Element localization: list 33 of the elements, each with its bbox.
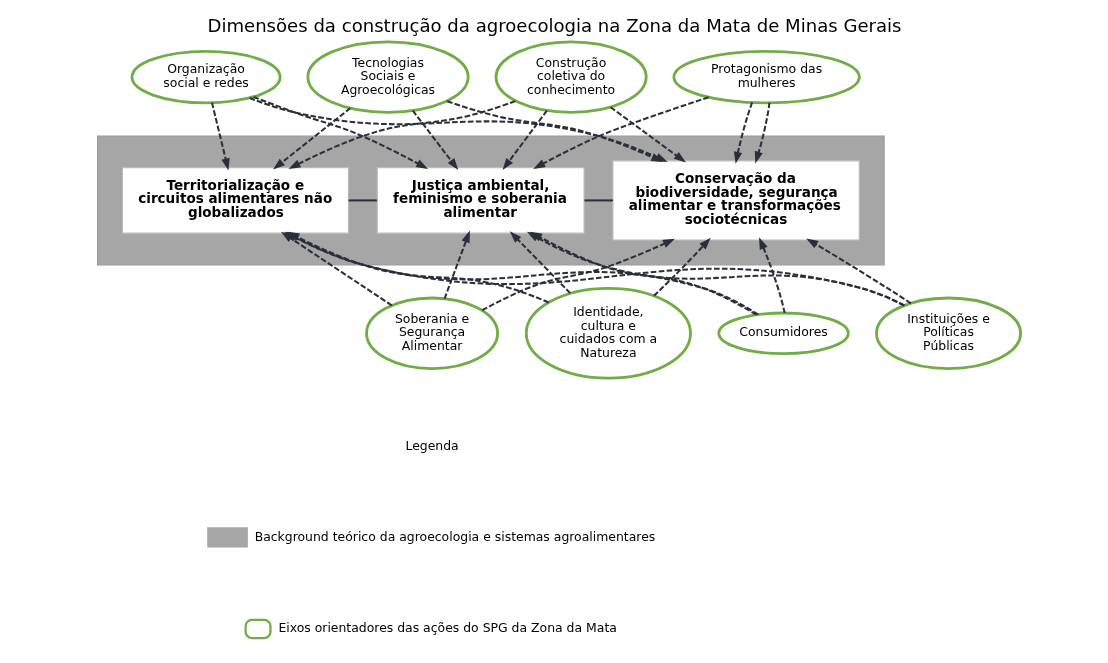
arrow [805, 238, 911, 305]
arrow [481, 238, 675, 312]
node-ellipse: Construção coletiva do conhecimento [494, 40, 648, 114]
node-ellipse: Consumidores [716, 311, 850, 356]
arrow [252, 95, 428, 169]
node-ellipse: Organização social e redes [130, 49, 281, 105]
node-ellipse: Tecnologias Sociais e Agroecológicas [305, 40, 470, 114]
arrow [754, 102, 770, 164]
arrow [502, 110, 548, 171]
connector [348, 199, 377, 202]
arrow [210, 102, 230, 171]
diagram-title: Dimensões da construção da agroecologia na Zona da Mata de Minas Gerais [206, 14, 902, 36]
arrow [733, 102, 753, 164]
arrow [288, 100, 516, 170]
connector [583, 199, 613, 202]
node-ellipse: Protagonismo das mulheres [671, 49, 861, 105]
node-ellipse: Instituições e Políticas Públicas [874, 296, 1022, 371]
cluster [96, 135, 885, 266]
arrow [652, 237, 711, 297]
arrow [532, 96, 709, 169]
arrow [272, 107, 351, 170]
legend-label: Background teórico da agroecologia e sistemas agroalimentares [254, 528, 655, 544]
node-box: Conservação da biodiversidade, segurança alimentar e transformações sociotécnicas [611, 160, 860, 241]
node-ellipse: Soberania e Segurança Alimentar [364, 296, 499, 371]
arrow [443, 230, 470, 300]
legend-label: Eixos orientadores das ações do SPG da Zona da Mata [277, 620, 617, 636]
node-box: Justiça ambiental, feminismo e soberania alimentar [376, 167, 585, 234]
arrow [411, 110, 458, 171]
node-box: Territorialização e circuitos alimentares não globalizados [121, 167, 349, 234]
arrow [446, 100, 663, 163]
node-ellipse: Identidade, cultura e cuidados com a Natureza [524, 287, 692, 380]
label: Legenda [404, 438, 459, 454]
arrow [758, 237, 786, 314]
